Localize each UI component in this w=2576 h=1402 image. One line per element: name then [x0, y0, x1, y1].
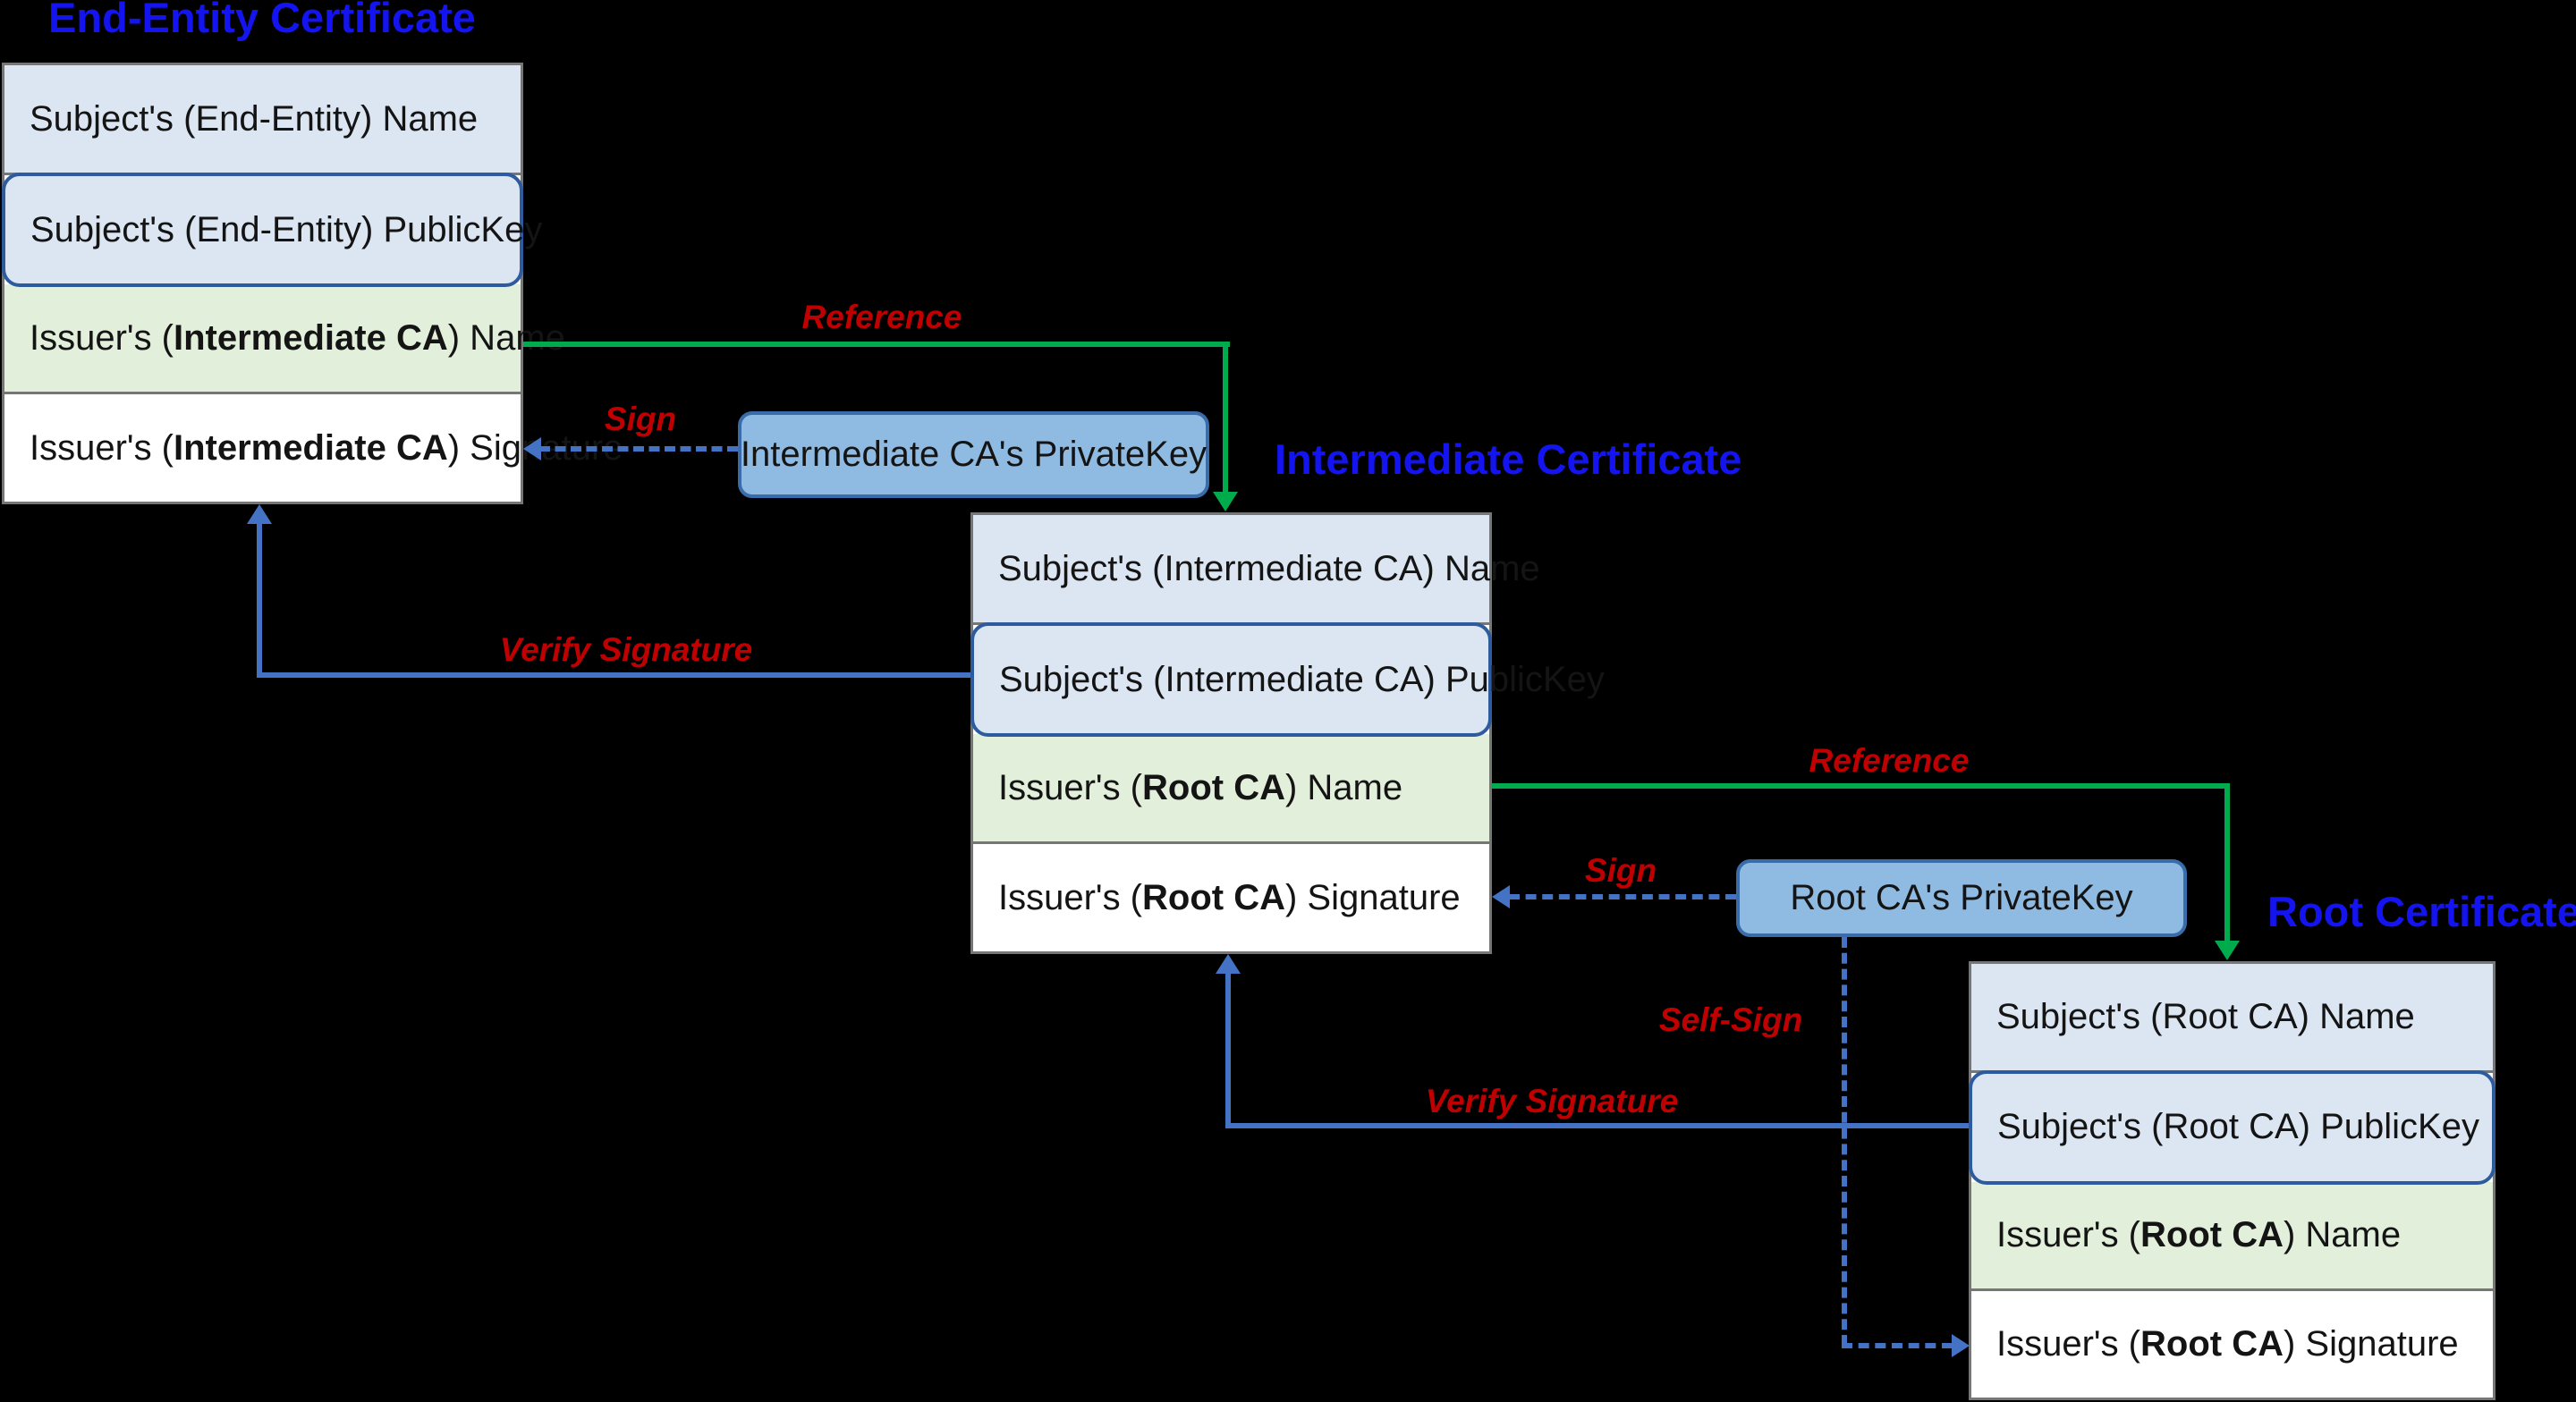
row-text: Subject's (Root CA) Name — [1996, 997, 2415, 1037]
self-sign-arrow-head — [1952, 1334, 1970, 1357]
end-entity-subject-publickey-row: Subject's (End-Entity) PublicKey — [2, 173, 542, 287]
verify-signature-arrow-2-vertical — [1225, 973, 1231, 1128]
end-entity-subject-name-row: Subject's (End-Entity) Name — [4, 65, 521, 175]
verify-signature-arrow-2-head — [1216, 954, 1241, 974]
verify-signature-arrow-1-vertical — [257, 523, 262, 677]
root-subject-name-row: Subject's (Root CA) Name — [1971, 964, 2493, 1074]
reference-arrow-1-horizontal — [523, 342, 1230, 347]
intermediate-certificate-title: Intermediate Certificate — [1275, 435, 1742, 483]
sign-label-2: Sign — [1584, 852, 1657, 889]
intermediate-issuer-signature-row: Issuer's (Root CA) Signature — [973, 844, 1489, 951]
privatekey-label: Intermediate CA's PrivateKey — [740, 435, 1208, 474]
intermediate-subject-name-row: Subject's (Intermediate CA) Name — [973, 515, 1540, 625]
root-certificate-title: Root Certificate — [2267, 888, 2576, 935]
self-sign-label: Self-Sign — [1658, 1001, 1803, 1038]
intermediate-subject-publickey-row: Subject's (Intermediate CA) PublicKey — [970, 622, 1605, 737]
self-sign-arrow-vertical — [1842, 937, 1847, 1346]
row-text: Issuer's (Root CA) Name — [1996, 1214, 2402, 1254]
verify-signature-label-1: Verify Signature — [499, 631, 753, 668]
root-issuer-signature-row: Issuer's (Root CA) Signature — [1971, 1290, 2493, 1398]
end-entity-issuer-signature-row: Issuer's (Intermediate CA) Signature — [4, 394, 623, 502]
privatekey-label: Root CA's PrivateKey — [1790, 878, 2133, 917]
intermediate-ca-privatekey-box: Intermediate CA's PrivateKey — [738, 411, 1209, 498]
end-entity-issuer-name-row: Issuer's (Intermediate CA) Name — [4, 284, 565, 394]
sign-label-1: Sign — [604, 401, 677, 437]
sign-arrow-2-line — [1509, 894, 1736, 899]
verify-signature-arrow-1-horizontal — [257, 672, 970, 678]
self-sign-arrow-horizontal — [1842, 1343, 1953, 1348]
end-entity-certificate-title: End-Entity Certificate — [48, 0, 476, 41]
reference-arrow-2-head — [2215, 941, 2240, 960]
row-text: Issuer's (Root CA) Signature — [998, 877, 1461, 917]
intermediate-certificate-block: Subject's (Intermediate CA) Name Subject… — [970, 512, 1605, 954]
row-text: Issuer's (Intermediate CA) Name — [30, 317, 565, 358]
verify-signature-arrow-1-head — [247, 504, 272, 524]
row-text: Subject's (Intermediate CA) PublicKey — [999, 659, 1605, 699]
verify-signature-label-2: Verify Signature — [1425, 1083, 1679, 1119]
row-text: Subject's (End-Entity) Name — [30, 98, 479, 139]
row-text: Subject's (End-Entity) PublicKey — [30, 209, 543, 249]
reference-arrow-2-horizontal — [1492, 783, 2230, 789]
reference-label-2: Reference — [1809, 742, 1970, 779]
reference-arrow-1-head — [1213, 492, 1238, 511]
sign-arrow-2-head — [1492, 885, 1510, 908]
sign-arrow-1-line — [539, 446, 738, 452]
root-subject-publickey-row: Subject's (Root CA) PublicKey — [1969, 1070, 2496, 1185]
row-text: Issuer's (Root CA) Signature — [1996, 1323, 2459, 1364]
end-entity-certificate-block: Subject's (End-Entity) Name Subject's (E… — [2, 63, 623, 504]
reference-arrow-1-vertical — [1223, 342, 1228, 494]
row-text: Subject's (Intermediate CA) Name — [998, 548, 1540, 588]
reference-arrow-2-vertical — [2224, 783, 2230, 941]
row-text: Issuer's (Root CA) Name — [998, 767, 1403, 807]
root-issuer-name-row: Issuer's (Root CA) Name — [1971, 1181, 2493, 1291]
root-ca-privatekey-box: Root CA's PrivateKey — [1736, 859, 2187, 937]
intermediate-issuer-name-row: Issuer's (Root CA) Name — [973, 734, 1489, 844]
row-text: Subject's (Root CA) PublicKey — [1997, 1107, 2479, 1147]
verify-signature-arrow-2-horizontal — [1225, 1123, 1969, 1128]
reference-label-1: Reference — [801, 299, 962, 335]
root-certificate-block: Subject's (Root CA) Name Subject's (Root… — [1969, 961, 2496, 1400]
sign-arrow-1-head — [523, 437, 541, 460]
